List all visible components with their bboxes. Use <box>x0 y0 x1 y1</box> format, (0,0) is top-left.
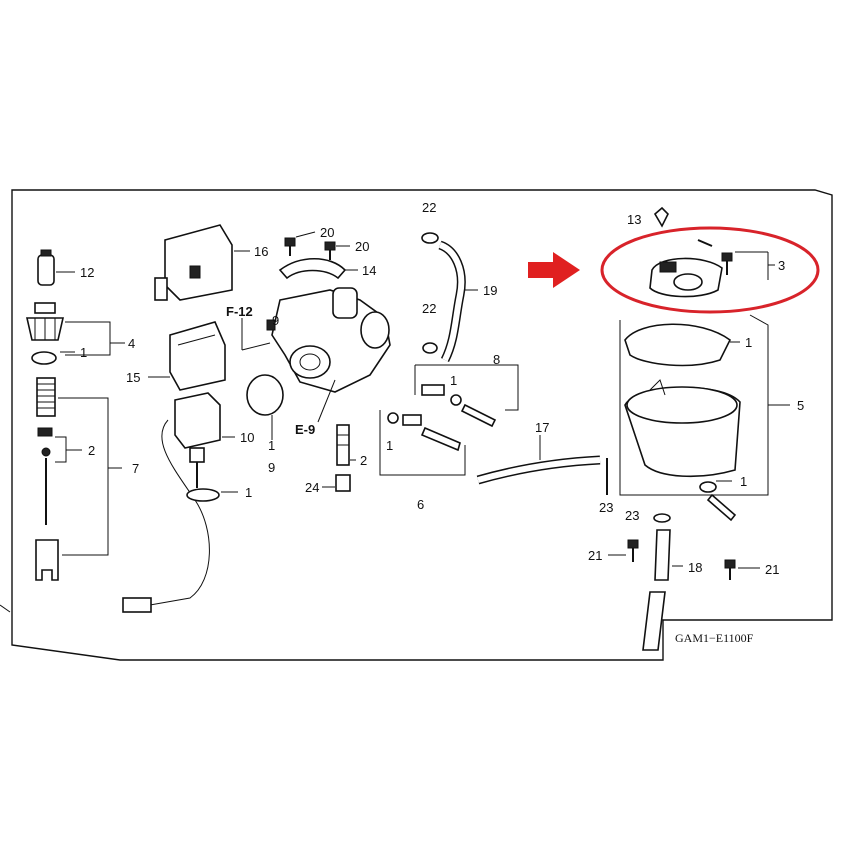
o-ring-large <box>246 374 284 416</box>
label-21-left: 21 <box>588 548 602 563</box>
label-20-a: 20 <box>320 225 334 240</box>
label-1-left: 1 <box>80 345 87 360</box>
label-17: 17 <box>535 420 549 435</box>
part-21-screw-right <box>724 559 736 580</box>
label-13: 13 <box>627 212 641 227</box>
drain-screw <box>706 493 737 522</box>
label-20-b: 20 <box>355 239 369 254</box>
frame-cut-mark <box>0 604 11 613</box>
part-8-pilot-screw <box>421 384 497 428</box>
label-10: 10 <box>240 430 254 445</box>
highlight-arrow <box>528 252 580 288</box>
part-14-plate <box>278 258 347 280</box>
label-16: 16 <box>254 244 268 259</box>
label-1-mid: 1 <box>450 373 457 388</box>
part-20-screws <box>284 237 336 260</box>
label-4: 4 <box>128 336 135 351</box>
ref-e-9: E-9 <box>295 422 315 437</box>
label-12: 12 <box>80 265 94 280</box>
o-ring-choke <box>186 488 220 502</box>
part-10-auto-choke <box>122 392 221 613</box>
part-4-slow-jet <box>25 302 65 341</box>
ref-f-12: F-12 <box>226 304 253 319</box>
label-2-mid: 2 <box>360 453 367 468</box>
label-1-body: 1 <box>268 438 275 453</box>
clip-23 <box>653 513 671 523</box>
part-12-needle-jet <box>37 249 55 286</box>
label-21-right: 21 <box>765 562 779 577</box>
part-17-tube <box>477 457 601 483</box>
label-18: 18 <box>688 560 702 575</box>
label-6: 6 <box>417 497 424 512</box>
part-16-top-cap <box>154 224 233 301</box>
label-24: 24 <box>305 480 319 495</box>
label-15: 15 <box>126 370 140 385</box>
diagram-frame <box>11 189 833 661</box>
float-chamber <box>624 379 741 478</box>
o-ring-left <box>31 351 57 365</box>
label-9-top: 9 <box>272 313 279 328</box>
label-1-six: 1 <box>386 438 393 453</box>
label-8: 8 <box>493 352 500 367</box>
label-7: 7 <box>132 461 139 476</box>
needle-clip-small <box>41 447 51 457</box>
label-1-gasket: 1 <box>745 335 752 350</box>
carburetor-body <box>266 287 391 393</box>
part-2-screw-mid <box>336 424 350 466</box>
label-2-left: 2 <box>88 443 95 458</box>
needle-clip <box>37 427 53 437</box>
throttle-valve <box>35 539 59 581</box>
clip-22-top <box>421 232 439 244</box>
part-21-screw-left <box>627 539 639 562</box>
part-18-lower <box>642 591 666 651</box>
label-9-bottom: 9 <box>268 460 275 475</box>
part-6-mixture-screw <box>387 412 461 452</box>
part-15-cover <box>169 321 226 391</box>
label-19: 19 <box>483 283 497 298</box>
label-23-b: 23 <box>625 508 639 523</box>
label-23-a: 23 <box>599 500 613 515</box>
clip-22-mid <box>422 342 438 354</box>
label-22-top: 22 <box>422 200 436 215</box>
part-24-jet <box>335 474 351 492</box>
part-3-float-assembly <box>649 239 733 298</box>
label-5: 5 <box>797 398 804 413</box>
label-22-mid: 22 <box>422 301 436 316</box>
o-ring-drain <box>699 481 717 493</box>
part-19-hose <box>438 242 465 362</box>
label-1-drain: 1 <box>740 474 747 489</box>
label-1-choke: 1 <box>245 485 252 500</box>
part-7-spring <box>36 377 56 417</box>
label-3: 3 <box>778 258 785 273</box>
part-13-washer <box>653 206 669 228</box>
label-14: 14 <box>362 263 376 278</box>
part-18-tube <box>654 529 671 581</box>
part-1-gasket <box>624 323 732 367</box>
diagram-code: GAM1−E1100F <box>675 631 754 645</box>
highlight-circle <box>600 226 820 314</box>
